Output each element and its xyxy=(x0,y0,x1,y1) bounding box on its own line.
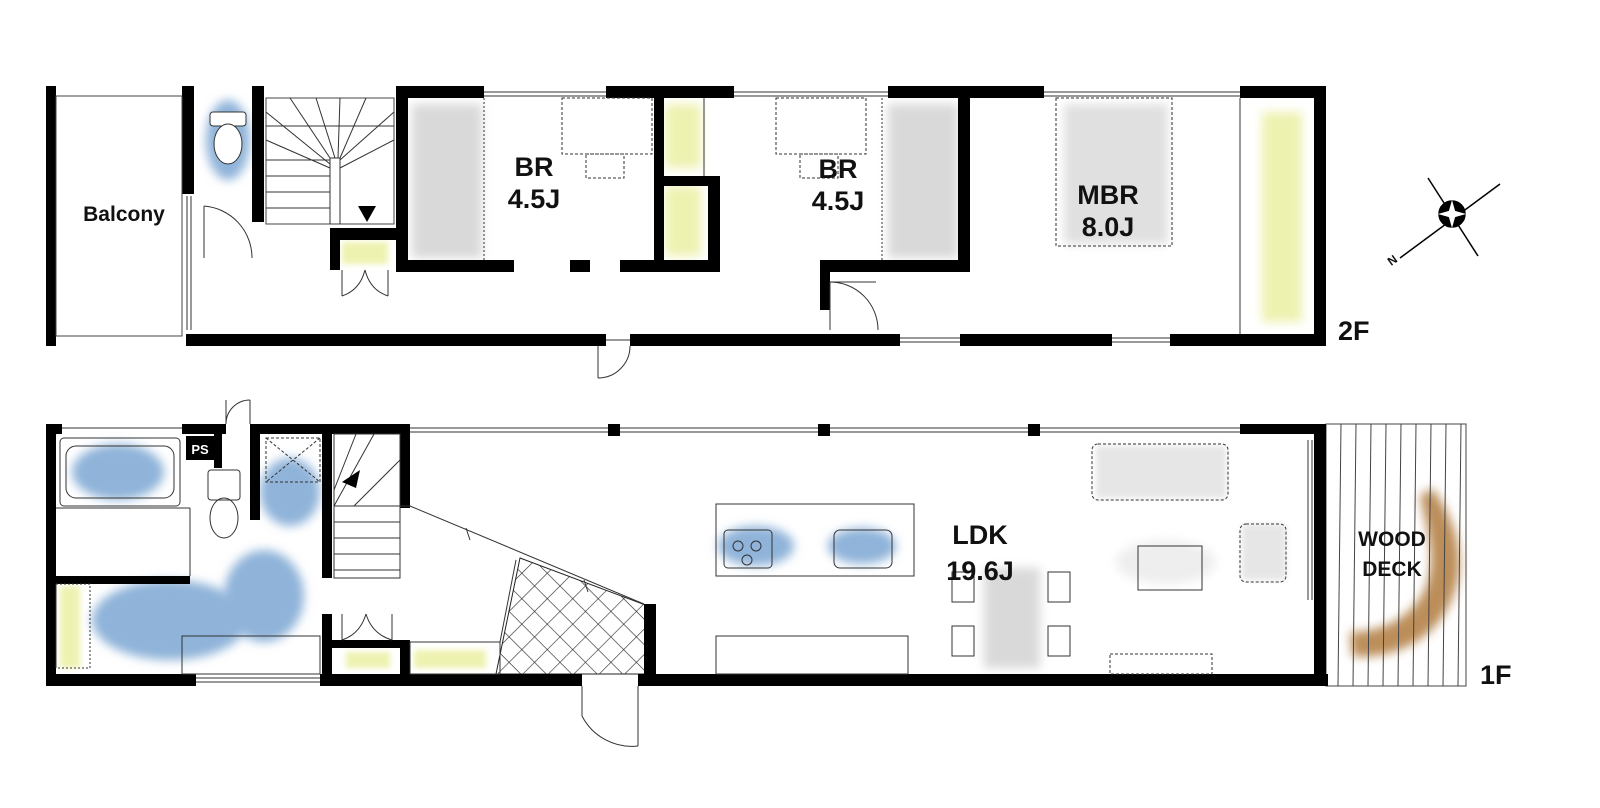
sofa xyxy=(1096,446,1226,498)
br1-size: 4.5J xyxy=(508,184,561,214)
shoe-storage-1 xyxy=(346,652,390,668)
ldk-size: 19.6J xyxy=(946,556,1014,586)
first-floor-walls xyxy=(46,424,1328,686)
closet-br2 xyxy=(888,104,958,258)
bath-water xyxy=(72,444,164,500)
stairs-down-arrow-icon xyxy=(358,206,376,222)
dining-table xyxy=(984,568,1040,668)
sink-water-2 xyxy=(828,528,896,564)
toilet-1f-water xyxy=(260,458,320,526)
compass-north-label: N xyxy=(1385,252,1400,268)
compass-icon: N xyxy=(1385,177,1501,269)
wash-storage xyxy=(60,586,80,668)
lounge-chair xyxy=(1242,524,1286,580)
mbr-size: 8.0J xyxy=(1082,212,1135,242)
closet-hall-lower xyxy=(665,186,701,256)
first-floor-soft-fills xyxy=(60,444,1460,668)
br2-name: BR xyxy=(819,154,858,184)
shoe-storage-2 xyxy=(414,650,486,668)
second-floor-soft-fills xyxy=(206,100,1302,322)
second-floor-lines xyxy=(55,91,1241,379)
toilet-2f xyxy=(209,111,247,165)
ldk-name: LDK xyxy=(952,520,1008,550)
br1-name: BR xyxy=(515,152,554,182)
first-floor-lines xyxy=(55,399,1313,747)
ps-box xyxy=(186,436,214,460)
deck-label-2: DECK xyxy=(1362,558,1422,581)
sink-water xyxy=(718,526,794,566)
br2-size: 4.5J xyxy=(812,186,865,216)
second-floor-walls xyxy=(46,86,1326,346)
floor-label-1f: 1F xyxy=(1480,660,1512,690)
closet-br1 xyxy=(412,104,482,258)
second-floor: Balcony BR 4.5J BR 4.5J MBR 8.0J 2F xyxy=(46,86,1370,379)
closet-mbr xyxy=(1262,112,1302,322)
stair-closet-fill xyxy=(342,242,388,264)
balcony-label: Balcony xyxy=(83,203,165,226)
closet-hall-upper xyxy=(665,104,701,168)
wood-deck xyxy=(1325,423,1467,687)
washroom-water-b xyxy=(224,550,304,642)
coffee-table xyxy=(1116,540,1216,584)
washroom-water-a xyxy=(92,580,248,660)
mbr-name: MBR xyxy=(1077,180,1139,210)
deck-label-1: WOOD xyxy=(1358,528,1426,551)
entrance-floor xyxy=(495,557,649,675)
first-floor: PS xyxy=(46,399,1512,747)
deck-stain xyxy=(1350,488,1460,657)
stairs-up-arrow-icon xyxy=(342,470,360,488)
floor-label-2f: 2F xyxy=(1338,316,1370,346)
ps-label: PS xyxy=(191,442,209,457)
bed-mbr xyxy=(1064,104,1168,244)
